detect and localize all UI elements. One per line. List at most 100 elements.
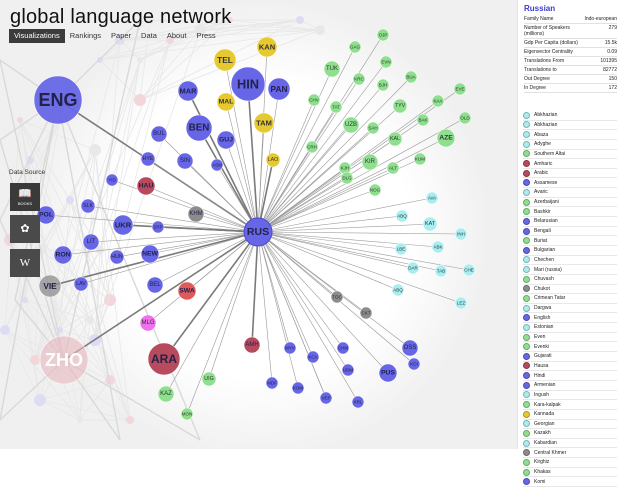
node-tat[interactable]: TAT bbox=[329, 100, 343, 114]
node-eve[interactable]: EVE bbox=[453, 82, 467, 96]
node-uzb[interactable]: UZB bbox=[342, 116, 360, 134]
language-list-item[interactable]: Ingush bbox=[523, 391, 617, 401]
language-list-item[interactable]: Kara-kalpak bbox=[523, 400, 617, 410]
node-krc[interactable]: KRC bbox=[352, 72, 366, 86]
node-pus[interactable]: PUS bbox=[378, 363, 398, 383]
node-alt[interactable]: ALT bbox=[386, 161, 400, 175]
nav-visualizations[interactable]: Visualizations bbox=[9, 29, 65, 43]
language-list-item[interactable]: Buriat bbox=[523, 236, 617, 246]
node-mar[interactable]: MAR bbox=[177, 80, 199, 102]
node-kan[interactable]: KAN bbox=[256, 36, 278, 58]
node-kal[interactable]: KAL bbox=[387, 131, 403, 147]
node-tel[interactable]: TEL bbox=[213, 48, 237, 72]
node-ckt[interactable]: CKT bbox=[359, 306, 373, 320]
node-uig[interactable]: UIG bbox=[201, 371, 217, 387]
language-list-item[interactable]: Abaza bbox=[523, 130, 617, 140]
nav-about[interactable]: About bbox=[166, 31, 187, 40]
node-chv[interactable]: CHV bbox=[307, 93, 321, 107]
node-kat[interactable]: KAT bbox=[422, 216, 438, 232]
node-ukr[interactable]: UKR bbox=[112, 214, 134, 236]
language-list-item[interactable]: Chukot bbox=[523, 285, 617, 295]
node-lez[interactable]: LEZ bbox=[454, 296, 468, 310]
wikipedia-source-button[interactable]: W bbox=[10, 249, 40, 277]
twitter-source-button[interactable]: ✿ bbox=[10, 215, 40, 243]
language-list-item[interactable]: Even bbox=[523, 333, 617, 343]
language-list-item[interactable]: Amharic bbox=[523, 159, 617, 169]
node-tuk[interactable]: TUK bbox=[323, 60, 341, 78]
language-list-item[interactable]: Azerbaijani bbox=[523, 198, 617, 208]
node-ara[interactable]: ARA bbox=[147, 342, 181, 376]
node-bua[interactable]: BUA bbox=[404, 70, 418, 84]
node-ben[interactable]: BEN bbox=[185, 114, 213, 142]
node-mdf[interactable]: MDF bbox=[265, 376, 279, 390]
node-udm[interactable]: UDM bbox=[341, 363, 355, 377]
node-lav[interactable]: LAV bbox=[73, 276, 89, 292]
language-list-item[interactable]: Chuvash bbox=[523, 275, 617, 285]
language-list-item[interactable]: Kirghiz bbox=[523, 458, 617, 468]
language-list-item[interactable]: Avaric bbox=[523, 188, 617, 198]
node-rus[interactable]: RUS bbox=[243, 217, 273, 247]
node-sin[interactable]: SIN bbox=[176, 152, 194, 170]
language-list-item[interactable]: Southern Altai bbox=[523, 150, 617, 160]
node-ava[interactable]: AVA bbox=[425, 191, 439, 205]
node-mal[interactable]: MAL bbox=[216, 92, 236, 112]
language-list-item[interactable]: Mari (russia) bbox=[523, 265, 617, 275]
node-kaz[interactable]: KAZ bbox=[157, 385, 175, 403]
node-myv[interactable]: MYV bbox=[283, 341, 297, 355]
node-abq[interactable]: ABQ bbox=[391, 283, 405, 297]
language-list-item[interactable]: Georgian bbox=[523, 420, 617, 430]
node-bel[interactable]: BEL bbox=[146, 276, 164, 294]
node-ojp[interactable]: OJP bbox=[376, 28, 390, 42]
node-krl[interactable]: KRL bbox=[351, 395, 365, 409]
language-list-item[interactable]: Armenian bbox=[523, 381, 617, 391]
language-list-item[interactable]: Komi bbox=[523, 477, 617, 487]
node-sah[interactable]: SAH bbox=[366, 121, 380, 135]
node-hau[interactable]: HAU bbox=[136, 176, 156, 196]
node-nog[interactable]: NOG bbox=[368, 183, 382, 197]
language-list-item[interactable]: Bulgarian bbox=[523, 246, 617, 256]
nav-press[interactable]: Press bbox=[196, 31, 216, 40]
node-koi[interactable]: KOI bbox=[407, 357, 421, 371]
node-dlg[interactable]: DLG bbox=[340, 171, 354, 185]
node-amh[interactable]: AMH bbox=[243, 336, 261, 354]
node-vep[interactable]: VEP bbox=[319, 391, 333, 405]
node-new[interactable]: NEW bbox=[140, 244, 160, 264]
node-khm[interactable]: KHM bbox=[187, 205, 205, 223]
node-zho[interactable]: ZHO bbox=[39, 335, 89, 385]
node-yid[interactable]: YID bbox=[105, 173, 119, 187]
language-list-item[interactable]: Kazakh bbox=[523, 429, 617, 439]
node-kjh[interactable]: KJH bbox=[338, 161, 352, 175]
node-bjh[interactable]: BJH bbox=[376, 78, 390, 92]
language-list-item[interactable]: Gujarati bbox=[523, 352, 617, 362]
node-lao[interactable]: LAO bbox=[265, 152, 281, 168]
node-abq[interactable]: ABQ bbox=[395, 209, 409, 223]
node-eng[interactable]: ENG bbox=[33, 75, 83, 125]
language-list-item[interactable]: Central Khmer bbox=[523, 448, 617, 459]
node-aze[interactable]: AZE bbox=[436, 128, 456, 148]
node-tyv[interactable]: TYV bbox=[392, 98, 408, 114]
language-list-item[interactable]: Khakas bbox=[523, 468, 617, 478]
node-asm[interactable]: ASM bbox=[210, 158, 224, 172]
language-list-item[interactable]: Kannada bbox=[523, 410, 617, 420]
language-list-item[interactable]: Estonian bbox=[523, 323, 617, 333]
language-list-item[interactable]: Belarusian bbox=[523, 217, 617, 227]
node-tam[interactable]: TAM bbox=[253, 112, 275, 134]
node-crh[interactable]: CRH bbox=[305, 140, 319, 154]
node-vie[interactable]: VIE bbox=[38, 274, 62, 298]
language-list-item[interactable]: Assamese bbox=[523, 178, 617, 189]
node-kca[interactable]: KCA bbox=[306, 350, 320, 364]
node-che[interactable]: CHE bbox=[462, 263, 476, 277]
language-list-item[interactable]: Bashkir bbox=[523, 207, 617, 218]
node-oss[interactable]: OSS bbox=[401, 339, 419, 357]
nav-rankings[interactable]: Rankings bbox=[69, 31, 102, 40]
language-list-item[interactable]: English bbox=[523, 313, 617, 324]
node-gag[interactable]: GAG bbox=[348, 40, 362, 54]
node-swa[interactable]: SWA bbox=[177, 281, 197, 301]
node-inh[interactable]: INH bbox=[454, 227, 468, 241]
language-list-item[interactable]: Abkhazian bbox=[523, 111, 617, 121]
node-kom[interactable]: KOM bbox=[291, 381, 305, 395]
nav-paper[interactable]: Paper bbox=[111, 31, 132, 40]
node-pan[interactable]: PAN bbox=[267, 77, 291, 101]
